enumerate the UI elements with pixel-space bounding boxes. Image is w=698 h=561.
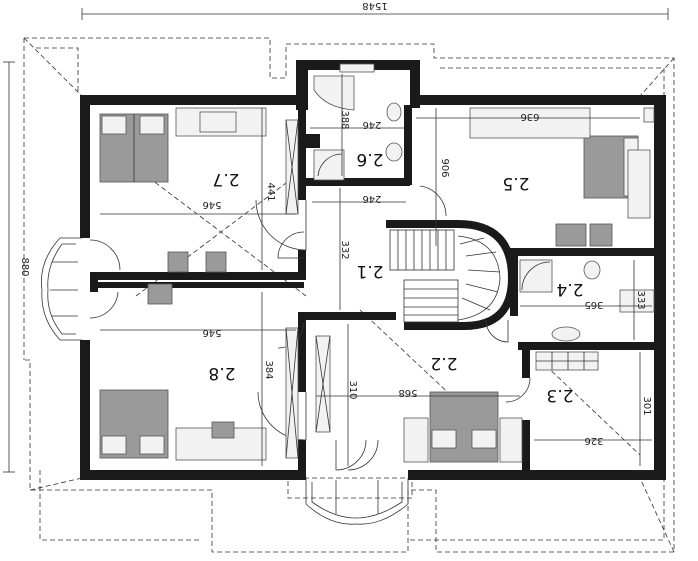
room-label-2-7: 2.7 [212,169,239,189]
doors [89,185,531,471]
bay-window-bottom [305,478,409,525]
dim-301: 301 [641,396,652,415]
bay-window-left [41,237,82,341]
furniture-room-2-5 [469,107,655,247]
room-label-2-8: 2.8 [208,363,235,383]
dim-333: 333 [635,290,646,309]
interior-dimension-lines [100,74,652,466]
room-label-2-1: 2.1 [356,261,383,281]
room-label-2-6: 2.6 [356,149,383,169]
furniture-room-2-2 [315,335,523,463]
bathroom-2-4-fixtures [519,259,655,342]
overall-depth-dimension: 880 [3,61,30,473]
dim-441: 441 [265,182,276,201]
room-label-2-4: 2.4 [556,279,583,299]
room-labels: 2.7 2.6 2.5 2.1 2.4 2.8 2.2 2.3 [208,149,583,405]
dim-906: 906 [439,158,450,177]
dim-365: 365 [584,299,603,310]
wardrobe-room-2-3 [535,351,599,371]
dim-246-hall: 246 [362,193,381,204]
dim-326: 326 [584,435,603,446]
room-label-2-5: 2.5 [502,173,529,193]
dim-310: 310 [347,380,358,399]
dimension-labels: 546 441 246 388 246 636 906 332 365 333 … [202,110,652,446]
bathroom-2-6-fixtures [306,63,403,181]
dim-246-top: 246 [362,119,381,130]
dim-546-bottom: 546 [202,327,221,338]
furniture-room-2-7 [99,107,299,273]
overall-width-dimension: 1548 [81,0,669,20]
overall-depth-label: 880 [19,257,30,276]
dim-332: 332 [339,240,350,259]
dim-636: 636 [520,111,539,122]
dim-384: 384 [263,360,274,379]
dim-546-top: 546 [202,199,221,210]
furniture-room-2-8 [99,283,299,461]
staircase [386,220,517,330]
room-label-2-3: 2.3 [546,385,573,405]
dim-568: 568 [398,387,417,398]
room-label-2-2: 2.2 [430,353,457,373]
dim-388: 388 [339,110,350,129]
overall-width-label: 1548 [362,0,387,11]
